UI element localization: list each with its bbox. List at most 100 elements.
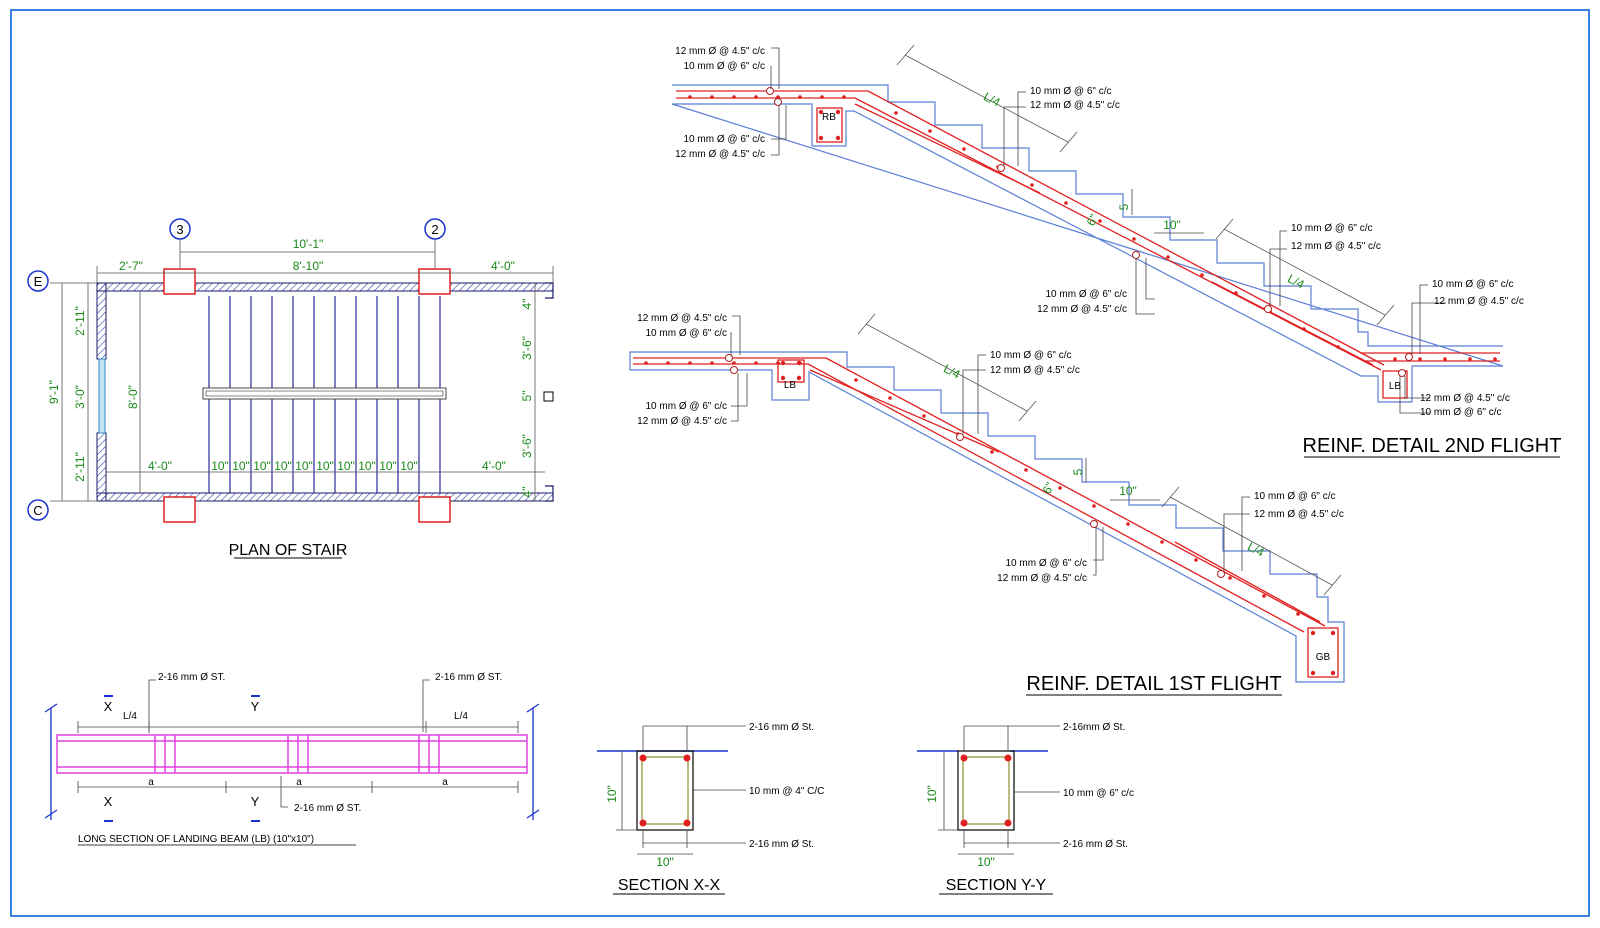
f2-beam2-label: LB bbox=[1389, 381, 1402, 392]
ls-l4-left: L/4 bbox=[123, 711, 137, 722]
f2-landing-a: 10 mm Ø @ 6" c/c bbox=[1432, 279, 1514, 290]
f1-riser: 5 bbox=[1071, 468, 1085, 475]
ls-a3: a bbox=[442, 777, 448, 788]
title-long-section: LONG SECTION OF LANDING BEAM (LB) (10"x1… bbox=[78, 834, 314, 845]
lb-beam bbox=[56, 734, 528, 774]
f2-tread: 10" bbox=[1163, 218, 1181, 232]
dim-middle: 8'-10" bbox=[293, 259, 324, 273]
flight2-concrete bbox=[671, 84, 1504, 403]
syy-top-bar: 2-16mm Ø St. bbox=[1063, 722, 1125, 733]
f1-bot-left-a: 10 mm Ø @ 6" c/c bbox=[646, 401, 728, 412]
f2-mid-b: 12 mm Ø @ 4.5" c/c bbox=[1037, 304, 1127, 315]
f2-right-b: 12 mm Ø @ 4.5" c/c bbox=[1291, 241, 1381, 252]
f2-mid-a: 10 mm Ø @ 6" c/c bbox=[1046, 289, 1128, 300]
window bbox=[98, 358, 106, 434]
f2-landing-bot-b: 10 mm Ø @ 6" c/c bbox=[1420, 407, 1502, 418]
f1-beam-label: LB bbox=[784, 380, 797, 391]
f2-right-a: 10 mm Ø @ 6" c/c bbox=[1291, 223, 1373, 234]
section-yy: 2-16mm Ø St. 10 mm @ 6" c/c 2-16 mm Ø St… bbox=[917, 722, 1134, 895]
f2-span-label-2: L/4 bbox=[1285, 271, 1307, 291]
f1-waist: 6" bbox=[1040, 480, 1057, 496]
f2-span-label-1: L/4 bbox=[981, 89, 1003, 109]
f2-top-left-a: 12 mm Ø @ 4.5" c/c bbox=[675, 46, 765, 57]
section-xx: 2-16 mm Ø St. 10 mm @ 4" C/C 2-16 mm Ø S… bbox=[597, 722, 824, 895]
sxx-stirrup bbox=[641, 756, 689, 825]
f1-span-label-1: L/4 bbox=[941, 361, 963, 381]
ls-l4-right: L/4 bbox=[454, 711, 468, 722]
title-plan: PLAN OF STAIR bbox=[229, 542, 348, 559]
f1-span-label-2: L/4 bbox=[1245, 539, 1267, 559]
sxx-beam bbox=[636, 750, 694, 831]
plan-of-stair: 3 2 E C 10'-1" 2'-7" 8'-10" 4'-0" bbox=[27, 218, 554, 559]
tread-labels: 10" 10" 10" 10" 10" 10" 10" 10" 10" 10" bbox=[211, 459, 418, 473]
grid-e: E bbox=[34, 274, 43, 289]
grid-3: 3 bbox=[176, 222, 183, 237]
title-section-yy: SECTION Y-Y bbox=[946, 877, 1047, 894]
grid-c: C bbox=[33, 503, 42, 518]
f1-right-b: 12 mm Ø @ 4.5" c/c bbox=[1254, 509, 1344, 520]
ls-cut-x-top: X bbox=[104, 699, 113, 714]
f1-upper-b: 12 mm Ø @ 4.5" c/c bbox=[990, 365, 1080, 376]
grid-bubbles: 3 2 E C bbox=[27, 218, 446, 521]
sxx-height: 10" bbox=[605, 785, 619, 803]
tread-label: 10" bbox=[358, 459, 376, 473]
ls-cut-y-top: Y bbox=[251, 699, 260, 714]
f2-beam-label: RB bbox=[822, 112, 836, 123]
tread-label: 10" bbox=[232, 459, 250, 473]
flight1-detail: 12 mm Ø @ 4.5" c/c 10 mm Ø @ 6" c/c 10 m… bbox=[629, 313, 1345, 696]
tread-label: 10" bbox=[379, 459, 397, 473]
f1-mid-a: 10 mm Ø @ 6" c/c bbox=[1006, 558, 1088, 569]
f1-top-left-b: 10 mm Ø @ 6" c/c bbox=[646, 328, 728, 339]
title-flight2: REINF. DETAIL 2ND FLIGHT bbox=[1303, 435, 1562, 457]
dim-left-top: 2'-11" bbox=[73, 306, 87, 336]
tread-label: 10" bbox=[295, 459, 313, 473]
flight1-rebar-dots bbox=[644, 360, 1336, 676]
dim-left: 2'-7" bbox=[119, 259, 143, 273]
right-dim: 3'-6" bbox=[520, 336, 534, 360]
dim-overall-height: 9'-1" bbox=[47, 380, 61, 404]
f2-upper-b: 12 mm Ø @ 4.5" c/c bbox=[1030, 100, 1120, 111]
long-section-lb: 2-16 mm Ø ST. 2-16 mm Ø ST. 2-16 mm Ø ST… bbox=[44, 672, 540, 846]
dim-left-mid: 3'-0" bbox=[73, 385, 87, 409]
f2-top-left-b: 10 mm Ø @ 6" c/c bbox=[684, 61, 766, 72]
sxx-bot-bar: 2-16 mm Ø St. bbox=[749, 839, 814, 850]
tread-label: 10" bbox=[337, 459, 355, 473]
dim-left-bot: 2'-11" bbox=[73, 452, 87, 482]
f2-landing-b: 12 mm Ø @ 4.5" c/c bbox=[1434, 296, 1524, 307]
f2-bot-left-a: 10 mm Ø @ 6" c/c bbox=[684, 134, 766, 145]
dim-between-grids: 10'-1" bbox=[293, 237, 324, 251]
flight2-rebar-dots bbox=[688, 95, 1497, 361]
dim-bottom-right: 4'-0" bbox=[482, 459, 506, 473]
ls-a1: a bbox=[148, 777, 154, 788]
right-dim: 3'-6" bbox=[520, 434, 534, 458]
f1-bot-left-b: 12 mm Ø @ 4.5" c/c bbox=[637, 416, 727, 427]
f1-top-left-a: 12 mm Ø @ 4.5" c/c bbox=[637, 313, 727, 324]
right-dim: 5" bbox=[520, 391, 534, 402]
syy-stirrup bbox=[962, 756, 1010, 825]
grid-2: 2 bbox=[431, 222, 438, 237]
plan-small-square bbox=[543, 391, 554, 402]
f1-beam2-label: GB bbox=[1316, 652, 1331, 663]
right-dim: 4" bbox=[520, 487, 534, 498]
dim-inner-height: 8'-0" bbox=[126, 385, 140, 409]
tread-label: 10" bbox=[316, 459, 334, 473]
right-dim: 4" bbox=[520, 299, 534, 310]
f1-mid-b: 12 mm Ø @ 4.5" c/c bbox=[997, 573, 1087, 584]
f2-upper-a: 10 mm Ø @ 6" c/c bbox=[1030, 86, 1112, 97]
f2-bot-left-b: 12 mm Ø @ 4.5" c/c bbox=[675, 149, 765, 160]
syy-width: 10" bbox=[977, 855, 995, 869]
syy-bot-bar: 2-16 mm Ø St. bbox=[1063, 839, 1128, 850]
ls-a2: a bbox=[296, 777, 302, 788]
flight2-detail: 12 mm Ø @ 4.5" c/c 10 mm Ø @ 6" c/c 10 m… bbox=[671, 44, 1562, 458]
sxx-stirrup-label: 10 mm @ 4" C/C bbox=[749, 786, 824, 797]
right-dims: 4" 3'-6" 5" 3'-6" 4" bbox=[520, 299, 534, 498]
flight1-rebar bbox=[633, 357, 1339, 678]
syy-height: 10" bbox=[925, 785, 939, 803]
ls-bar-bottom: 2-16 mm Ø ST. bbox=[294, 803, 361, 814]
ls-bar-left: 2-16 mm Ø ST. bbox=[158, 672, 225, 683]
title-section-xx: SECTION X-X bbox=[618, 877, 721, 894]
ls-cut-y-bot: Y bbox=[251, 794, 260, 809]
plan-handrail bbox=[202, 387, 447, 400]
f2-landing-bot-a: 12 mm Ø @ 4.5" c/c bbox=[1420, 393, 1510, 404]
